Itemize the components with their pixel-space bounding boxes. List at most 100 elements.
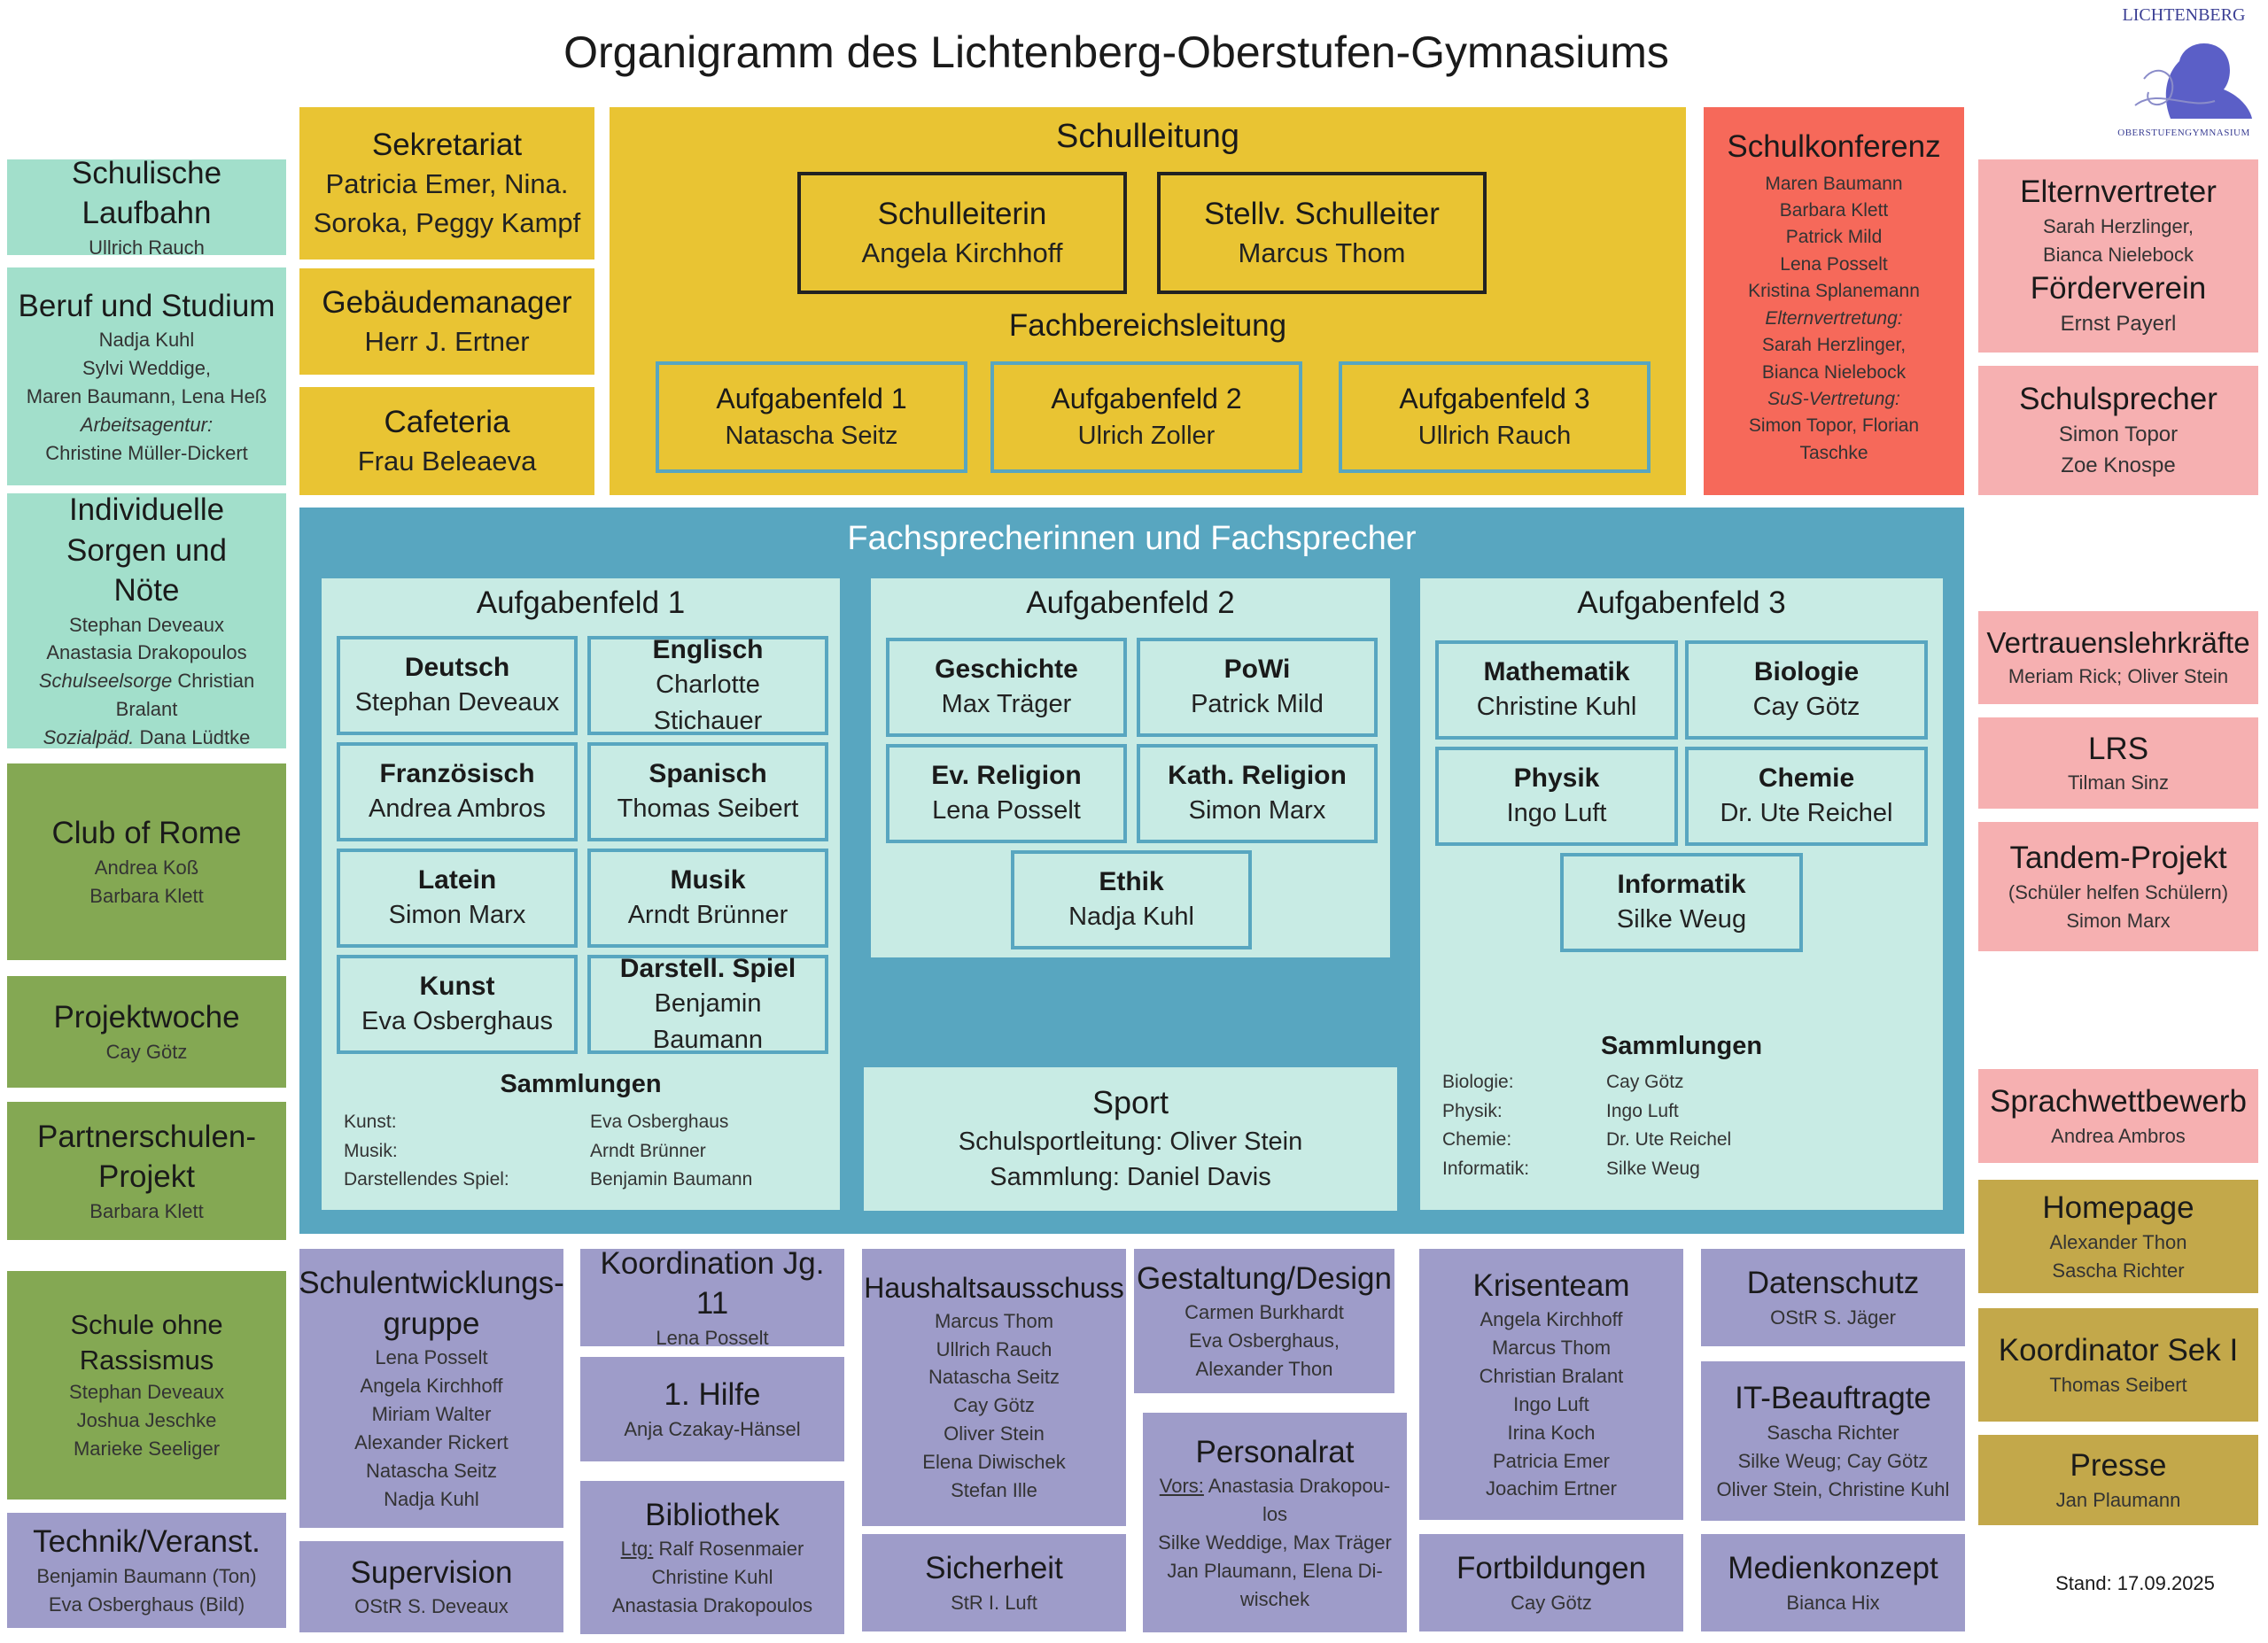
subject-speaker: Cay Götz — [1752, 693, 1860, 722]
sammlungen-keys: Kunst: Musik: Darstellendes Spiel: — [344, 1108, 509, 1195]
box-line: Schulseelsorge Christian Bralant — [16, 667, 277, 724]
box-it-beauftragte: IT-Beauftragte Sascha Richter Silke Weug… — [1701, 1361, 1965, 1521]
subject-name: Kath. Religion — [1168, 761, 1347, 791]
box-line: Joshua Jeschke — [76, 1409, 217, 1432]
box-lrs: LRS Tilman Sinz — [1978, 717, 2258, 809]
box-line: Sascha Richter — [1767, 1421, 1899, 1444]
box-title: LRS — [2087, 731, 2149, 766]
box-line: Marieke Seeliger — [73, 1438, 221, 1461]
box-line: Alexander Rickert — [354, 1431, 509, 1453]
subject-speaker: Simon Marx — [388, 901, 526, 930]
box-title: Club of Rome — [51, 816, 242, 851]
box-line: Elternvertretung: — [1765, 307, 1903, 329]
subject-name: Latein — [417, 865, 497, 895]
box-line: Lena Posselt — [1780, 253, 1888, 275]
box-line: Nadja Kuhl — [384, 1487, 479, 1510]
box-line: Anja Czakay-Hänsel — [624, 1417, 801, 1440]
box-koordination-jg11: Koordination Jg. 11 Lena Posselt — [580, 1246, 844, 1349]
subject-speaker: Silke Weug — [1616, 905, 1747, 934]
box-line: Sylvi Weddige, — [82, 356, 212, 379]
box-sport: Sport Schulsportleitung: Oliver Stein Sa… — [864, 1067, 1397, 1211]
box-koordinator-sek1: Koordinator Sek I Thomas Seibert — [1978, 1308, 2258, 1422]
stand-date: Stand: 17.09.2025 — [2055, 1572, 2215, 1594]
box-schulentwicklungsgruppe: Schulentwicklungs-gruppe Lena Posselt An… — [299, 1249, 564, 1528]
box-title: Krisenteam — [1472, 1267, 1630, 1303]
panel-title: Schulleitung — [1055, 118, 1240, 155]
box-fbl-aufgabenfeld-1: Aufgabenfeld 1 Natascha Seitz — [656, 361, 967, 473]
value: Dana Lüdtke — [139, 726, 251, 749]
label: Vors: — [1159, 1475, 1204, 1498]
box-title: Stellv. Schulleiter — [1204, 196, 1440, 231]
box-line: Bianca Nielebock — [1761, 361, 1907, 383]
box-sicherheit: Sicherheit StR I. Luft — [862, 1534, 1126, 1631]
box-line: Natascha Seitz — [366, 1459, 497, 1482]
box-line: Thomas Seibert — [2049, 1373, 2187, 1396]
box-line: Sammlung: Daniel Davis — [990, 1163, 1271, 1192]
subject-name: Spanisch — [649, 759, 767, 789]
box-line: Cay Götz — [1511, 1591, 1592, 1614]
subject-name: Mathematik — [1483, 657, 1630, 687]
box-line: Simon Topor, Florian Taschke — [1748, 415, 1920, 463]
box-line: Oliver Stein, Christine Kuhl — [1716, 1477, 1950, 1500]
subject-speaker: Christine Kuhl — [1476, 693, 1637, 722]
box-line: Angela Kirchhoff — [1480, 1308, 1623, 1331]
subject-speaker: Max Träger — [941, 690, 1072, 719]
sammlungen-title: Sammlungen — [1600, 1032, 1763, 1060]
box-line: Lena Posselt — [656, 1326, 769, 1349]
subject-name: Musik — [670, 865, 746, 895]
box-gebaeudemanager: Gebäudemanager Herr J. Ertner — [299, 268, 594, 375]
box-title: Koordination Jg. 11 — [600, 1245, 825, 1321]
box-title: Elternvertreter — [2020, 174, 2217, 210]
box-line: OStR S. Jäger — [1770, 1306, 1896, 1329]
box-bibliothek: Bibliothek Ltg: Ralf Rosenmaier Christin… — [580, 1481, 844, 1634]
box-schulkonferenz: Schulkonferenz Maren Baumann Barbara Kle… — [1704, 107, 1964, 495]
box-line: Benjamin Baumann (Ton) — [36, 1564, 257, 1587]
box-fbl-aufgabenfeld-3: Aufgabenfeld 3 Ullrich Rauch — [1339, 361, 1651, 473]
box-line: Cay Götz — [105, 1040, 188, 1063]
box-title: Fortbildungen — [1456, 1551, 1647, 1586]
subject-name: PoWi — [1223, 655, 1291, 685]
box-title: Vertrauenslehrkräfte — [1986, 626, 2250, 660]
panel-title: Fachsprecherinnen und Fachsprecher — [847, 520, 1417, 557]
value: Dr. Ute Reichel — [1606, 1129, 1732, 1151]
box-line: Patricia Emer — [1492, 1449, 1611, 1472]
box-schulleiterin: Schulleiterin Angela Kirchhoff — [797, 172, 1127, 294]
box-title: Gestaltung/Design — [1137, 1260, 1392, 1296]
box-presse: Presse Jan Plaumann — [1978, 1435, 2258, 1525]
box-names: Patricia Emer, Nina. Soroka, Peggy Kampf — [313, 168, 581, 238]
panel-fachsprecher: Fachsprecherinnen und Fachsprecher Aufga… — [299, 508, 1964, 1234]
box-title: Homepage — [2042, 1190, 2194, 1226]
box-line: Jan Plaumann, Elena Di-wischek — [1167, 1559, 1383, 1610]
box-names: Marcus Thom — [1238, 237, 1406, 269]
box-title: Medienkonzept — [1728, 1551, 1938, 1586]
box-erste-hilfe: 1. Hilfe Anja Czakay-Hänsel — [580, 1357, 844, 1461]
box-club-of-rome: Club of Rome Andrea Koß Barbara Klett — [7, 763, 286, 960]
box-title: Schule ohne Rassismus — [70, 1308, 223, 1376]
box-tandem-projekt: Tandem-Projekt (Schüler helfen Schülern)… — [1978, 822, 2258, 951]
value: Christian Bralant — [115, 670, 255, 721]
box-title: Sicherheit — [925, 1551, 1063, 1586]
box-line: Sarah Herzlinger, — [2043, 214, 2194, 237]
box-beruf-studium: Beruf und Studium Nadja Kuhl Sylvi Weddi… — [7, 267, 286, 485]
box-line: Barbara Klett — [89, 884, 204, 907]
subpanel-title: Aufgabenfeld 2 — [1026, 585, 1235, 620]
value: Benjamin Baumann — [590, 1169, 753, 1190]
box-line: Nadja Kuhl — [98, 329, 195, 352]
box-title: Aufgabenfeld 2 — [1051, 382, 1242, 415]
box-elternvertreter: Elternvertreter Sarah Herzlinger, Bianca… — [1978, 159, 2258, 353]
box-line: Eva Osberghaus, — [1189, 1329, 1340, 1352]
box-title-foerderverein: Förderverein — [2030, 271, 2207, 306]
box-title: Technik/Veranst. — [33, 1524, 260, 1560]
box-schulsprecher: Schulsprecher Simon Topor Zoe Knospe — [1978, 366, 2258, 495]
subject-speaker: Ingo Luft — [1506, 799, 1607, 828]
box-title: Aufgabenfeld 3 — [1399, 382, 1590, 415]
box-line: Ingo Luft — [1513, 1392, 1589, 1415]
box-line: Anastasia Drakopoulos — [46, 641, 247, 664]
